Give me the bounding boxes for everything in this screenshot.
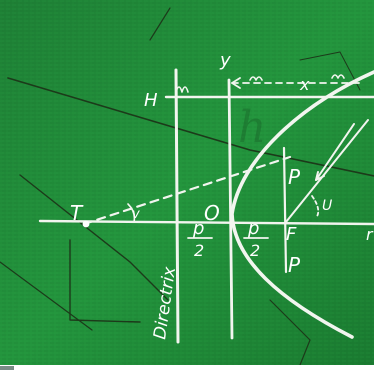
label-p-over-2-right-num: p	[247, 218, 259, 239]
focal-radius-line	[285, 119, 369, 223]
tangent-line	[82, 155, 292, 226]
label-p-lower: P	[288, 253, 301, 277]
label-p-over-2-left-num: p	[192, 218, 204, 239]
image-edge-marker	[0, 366, 14, 370]
x-axis-line	[38, 219, 374, 226]
label-f: F	[286, 224, 297, 245]
label-t: T	[70, 201, 84, 225]
directrix-line	[174, 68, 180, 344]
label-r-edge: r	[366, 225, 374, 244]
label-o: O	[204, 201, 220, 225]
label-u: U	[322, 198, 332, 214]
label-p-point: P	[288, 165, 301, 189]
y-axis-line	[227, 78, 234, 340]
point-t	[82, 220, 90, 228]
board-texture	[0, 0, 374, 365]
label-p-over-2-left-den: 2	[194, 241, 204, 260]
label-h-script: h	[238, 102, 266, 153]
image-bottom-edge	[0, 365, 374, 373]
angle-arc-tangent	[127, 203, 136, 223]
label-x: x	[299, 75, 310, 94]
label-v: v	[132, 207, 140, 222]
parabola-curve	[230, 70, 374, 339]
background-sketch-lines	[0, 7, 374, 366]
label-p-over-2-right-den: 2	[250, 241, 260, 260]
parabola-diagram	[38, 68, 374, 344]
focus-vertical-line	[282, 146, 288, 274]
angle-arc-focus	[311, 195, 320, 219]
label-h: H	[144, 90, 158, 111]
label-y: y	[219, 50, 231, 71]
normal-arrow	[315, 123, 355, 181]
